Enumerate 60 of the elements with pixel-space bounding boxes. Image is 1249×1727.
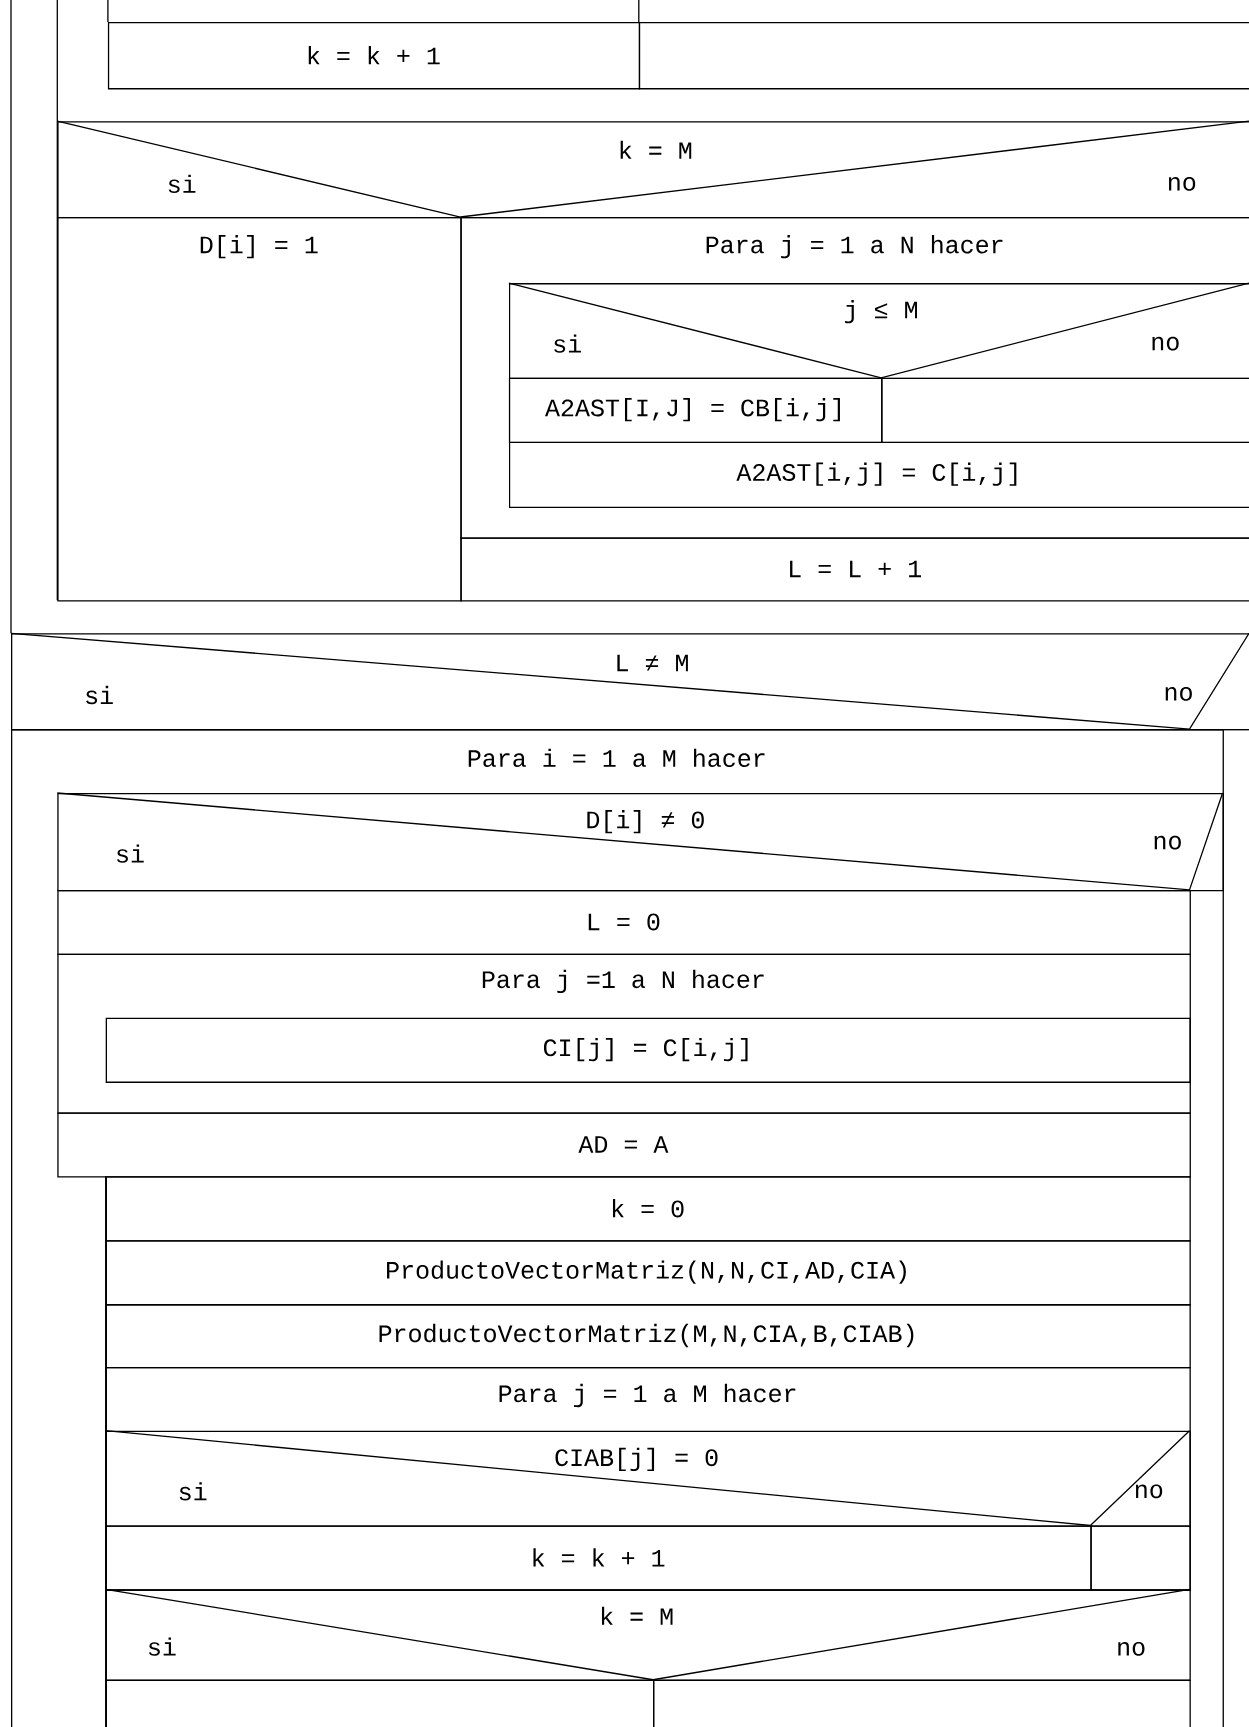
block-box <box>460 217 1249 539</box>
statement-box <box>57 1112 1191 1178</box>
block-box <box>57 953 1191 1114</box>
statement-box <box>460 537 1249 602</box>
branch-label: no <box>1169 177 1196 191</box>
statement-box <box>508 441 1249 508</box>
statement-box <box>57 889 1191 956</box>
branch-label: no <box>1152 336 1179 351</box>
condition-text: k = M <box>620 140 692 159</box>
statement-box <box>105 1525 1092 1591</box>
statement-text: A2AST[i,j] = C[i,j] <box>736 462 1017 486</box>
empty-box <box>1090 1525 1191 1591</box>
statement-text: k = k + 1 <box>308 46 440 65</box>
block-header: Para j = 1 a N hacer <box>706 235 1003 259</box>
branch-label: si <box>179 1482 207 1501</box>
statement-text: ProductoVectorMatriz(M,N,CIA,B,CIAB) <box>379 1323 914 1348</box>
branch-label: si <box>554 334 581 353</box>
statement-text: L = 0 <box>588 913 660 931</box>
statement-box <box>508 377 883 443</box>
decision-box <box>56 120 1249 219</box>
branch-label: no <box>1165 687 1192 701</box>
block-header: Para j = 1 a M hacer <box>499 1383 796 1408</box>
decision-box <box>105 1588 1191 1681</box>
empty-box <box>105 1679 655 1727</box>
statement-text: A2AST[I,J] = CB[i,j] <box>545 398 840 422</box>
condition-text: L ≠ M <box>617 654 688 672</box>
statement-box <box>105 1240 1191 1306</box>
empty-box <box>653 1679 1191 1727</box>
condition-text: j ≤ M <box>845 300 917 324</box>
statement-text: k = k + 1 <box>533 1548 665 1567</box>
statement-box <box>105 1176 1191 1242</box>
branch-label: si <box>168 174 196 194</box>
branch-label: si <box>117 844 144 863</box>
empty-box <box>638 22 1249 90</box>
statement-text: k = 0 <box>613 1199 684 1218</box>
decision-box <box>56 792 1224 892</box>
statement-text: ProductoVectorMatriz(N,N,CI,AD,CIA) <box>387 1260 906 1284</box>
block-header: Para j =1 a N hacer <box>482 969 764 994</box>
statement-box <box>107 22 641 90</box>
decision-box <box>508 282 1249 380</box>
condition-text: k = M <box>602 1606 673 1625</box>
branch-label: no <box>1154 835 1181 850</box>
statement-text: CI[j] = C[i,j] <box>543 1037 748 1062</box>
branch-label: si <box>148 1637 176 1656</box>
decision-box <box>10 632 1249 731</box>
condition-text: D[i] ≠ 0 <box>587 810 704 834</box>
block-box <box>11 729 1224 1727</box>
statement-box <box>105 1017 1191 1083</box>
branch-label: no <box>1136 1484 1163 1499</box>
condition-text: CIAB[j] = 0 <box>555 1447 718 1472</box>
block-box <box>57 217 462 602</box>
statement-text: L = L + 1 <box>790 560 921 578</box>
decision-box <box>105 1430 1191 1527</box>
branch-label: no <box>1118 1641 1145 1656</box>
block-header: Para i = 1 a M hacer <box>468 748 765 767</box>
statement-text: AD = A <box>578 1136 669 1153</box>
statement-box <box>105 1304 1191 1369</box>
empty-box <box>881 377 1249 443</box>
branch-label: si <box>86 685 113 705</box>
block-header: D[i] = 1 <box>200 235 318 259</box>
